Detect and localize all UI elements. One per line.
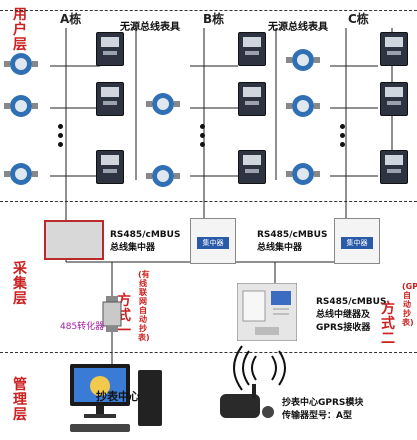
top-divider [0, 10, 417, 11]
relay-label: RS485/cMBUS 总线中继器及 GPRS接收器 [316, 296, 386, 335]
computer-icon [70, 364, 162, 432]
converter-device-icon [102, 296, 122, 332]
water-meter-c-1 [286, 48, 320, 76]
relay-label-line2: 总线中继器及 [316, 310, 371, 320]
method-one-note: (有线联网自动抄表) [138, 270, 150, 342]
water-meter-c-3 [286, 162, 320, 190]
ellipsis-dots-b [200, 124, 205, 151]
water-meter-a-3 [4, 162, 38, 190]
relay-label-line3: GPRS接收器 [316, 323, 371, 333]
gprs-module-label-line2: 传输器型号：A型 [282, 411, 352, 421]
electric-meter-c-1 [380, 32, 408, 66]
converter-label: 485转化器 [60, 322, 105, 332]
building-b-label: B栋 [203, 12, 225, 26]
method-two-note: (GPRS自动抄表) [402, 282, 417, 327]
concentrator-a [44, 220, 104, 260]
bus-meter-label-ab: 无源总线表具 [120, 22, 180, 33]
water-meter-c-2 [286, 94, 320, 122]
method-two-title: 方式二 [381, 301, 395, 347]
electric-meter-b-1 [238, 32, 266, 66]
building-a-label: A栋 [60, 12, 82, 26]
concentrator-a-label-line2: 总线集中器 [110, 243, 156, 253]
electric-meter-a-2 [96, 82, 124, 116]
relay-label-line1: RS485/cMBUS [316, 297, 387, 307]
building-c-label: C栋 [348, 12, 369, 26]
water-meter-b-2 [146, 164, 180, 192]
electric-meter-c-2 [380, 82, 408, 116]
electric-meter-a-1 [96, 32, 124, 66]
concentrator-b-label: RS485/cMBUS 总线集中器 [257, 229, 327, 255]
gprs-module-icon [220, 384, 274, 418]
water-meter-a-1 [4, 52, 38, 80]
bus-meter-label-bc: 无源总线表具 [268, 22, 328, 33]
electric-meter-b-3 [238, 150, 266, 184]
layer-label-manage: 管理层 [13, 377, 27, 423]
layer-label-collect: 采集层 [13, 261, 27, 307]
gprs-module-label-line1: 抄表中心GPRS模块 [282, 398, 364, 408]
concentrator-b-screen: 集中器 [197, 237, 229, 249]
layer-label-user: 用户层 [13, 7, 27, 53]
concentrator-b-label-line1: RS485/cMBUS [257, 230, 328, 240]
concentrator-a-label: RS485/cMBUS 总线集中器 [110, 229, 180, 255]
collect-manage-divider [0, 352, 417, 353]
ellipsis-dots-c [340, 124, 345, 151]
center-label: 抄表中心 [96, 390, 140, 403]
electric-meter-b-2 [238, 82, 266, 116]
ellipsis-dots-a [58, 124, 63, 151]
concentrator-c: 集中器 [334, 218, 380, 264]
concentrator-c-screen: 集中器 [341, 237, 373, 249]
concentrator-b-label-line2: 总线集中器 [257, 243, 303, 253]
water-meter-b-1 [146, 92, 180, 120]
electric-meter-c-3 [380, 150, 408, 184]
gprs-module-label: 抄表中心GPRS模块 传输器型号：A型 [282, 397, 363, 423]
water-meter-a-2 [4, 94, 38, 122]
concentrator-b: 集中器 [190, 218, 236, 264]
electric-meter-a-3 [96, 150, 124, 184]
concentrator-a-label-line1: RS485/cMBUS [110, 230, 181, 240]
relay-box-icon [237, 283, 297, 341]
user-collect-divider [0, 201, 417, 202]
